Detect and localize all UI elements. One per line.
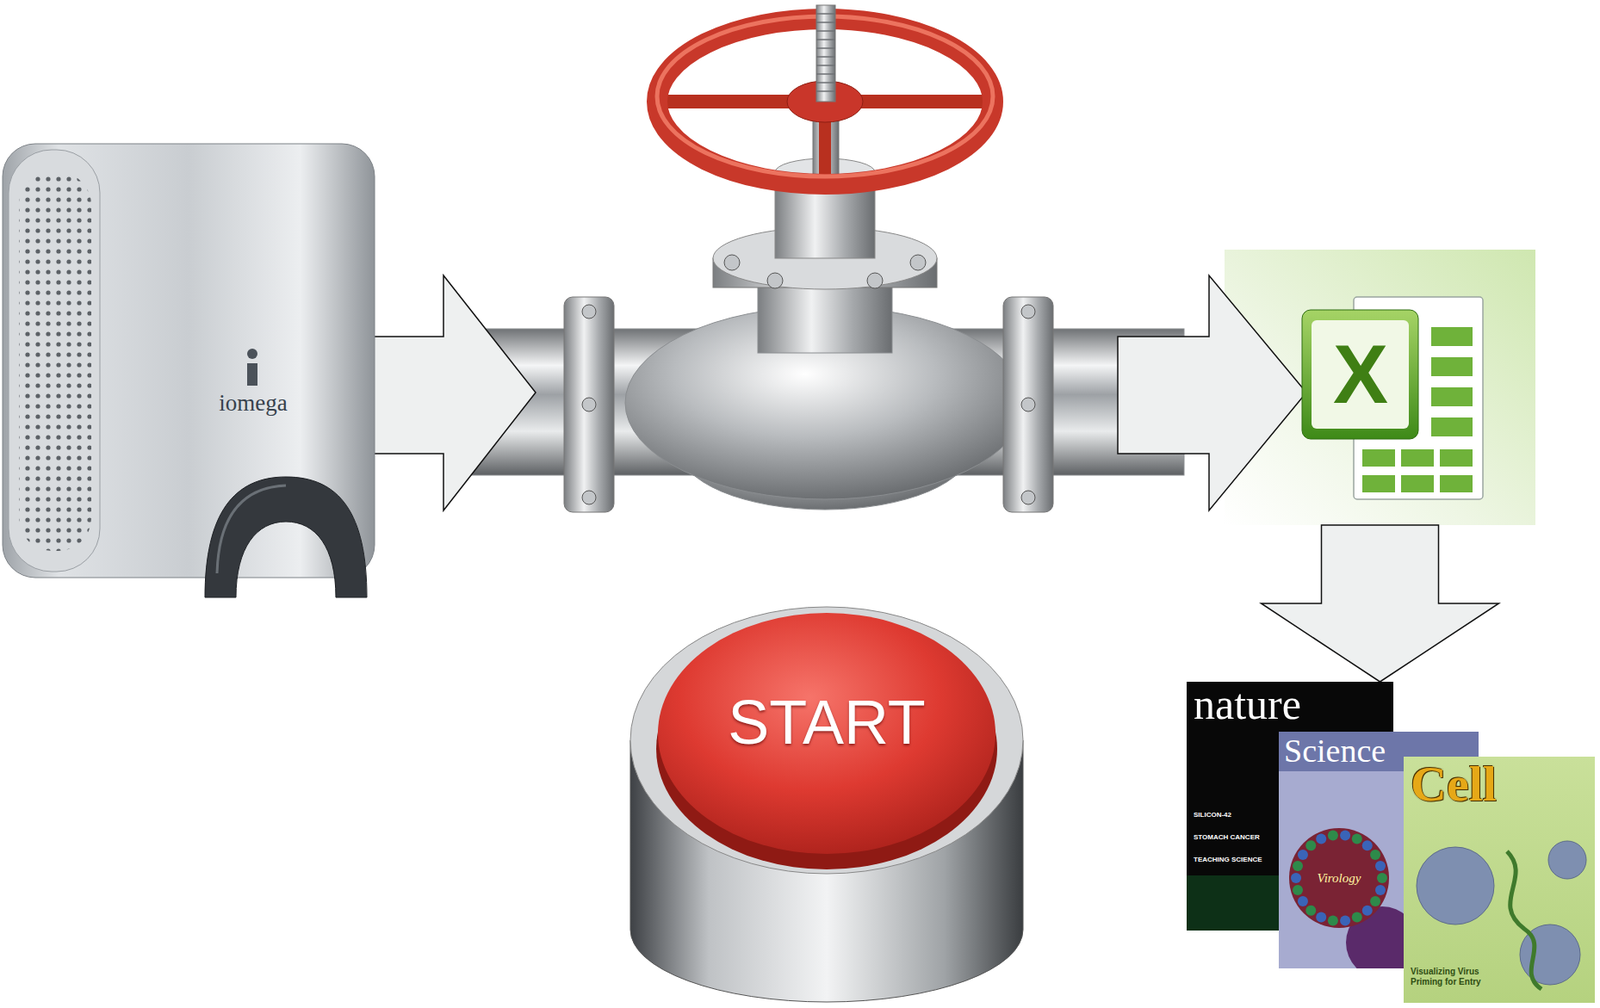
flow-arrow — [352, 275, 1307, 511]
spreadsheet-icon: X — [1224, 249, 1536, 526]
spreadsheet-icon-art — [1362, 475, 1396, 493]
cover-line: Visualizing Virus Priming for Entry — [1410, 967, 1501, 988]
journal-cover-art — [1506, 851, 1542, 990]
journal-cover-art — [1292, 861, 1303, 872]
pipe-valve — [1021, 304, 1036, 319]
hard-drive-art — [8, 149, 100, 572]
journal-cover-art — [1297, 896, 1309, 907]
pipe-valve — [767, 272, 783, 289]
pipe-valve — [582, 304, 596, 319]
journal-title: Cell — [1410, 756, 1497, 813]
hard-drive-art — [247, 363, 258, 386]
pipe-valve — [564, 297, 614, 513]
journal-cover-art — [1327, 831, 1339, 842]
journal-cover-art — [1305, 905, 1316, 917]
journal-title: nature — [1193, 682, 1302, 728]
spreadsheet-icon-art — [1431, 417, 1473, 437]
brand-name: iomega — [218, 389, 287, 417]
pipe-valve — [1021, 490, 1036, 505]
spreadsheet-icon-art — [1431, 387, 1473, 407]
journal-cover-art — [1375, 861, 1386, 872]
journal-title: Science — [1283, 733, 1386, 770]
start-button-art — [628, 602, 1025, 1005]
logo-letter: X — [1333, 333, 1389, 416]
hard-drive-art — [1, 142, 378, 600]
hard-drive-art — [204, 477, 367, 598]
spreadsheet-icon-art — [1302, 310, 1419, 440]
journal-cover-art — [1315, 911, 1327, 923]
pipe-valve — [582, 490, 596, 505]
journal-cover-art — [1351, 911, 1363, 923]
hard-drive-art — [247, 348, 258, 360]
spreadsheet-icon-art — [1439, 475, 1473, 493]
journal-cover-art — [1375, 885, 1386, 896]
journal-cover-art — [1305, 840, 1316, 851]
pipe-valve — [1003, 297, 1054, 513]
journal-cover-art — [1548, 841, 1587, 880]
journal-cover-art — [1292, 885, 1303, 896]
start-button-art — [657, 613, 996, 855]
journal-cover-art — [1370, 896, 1381, 907]
pipe-valve — [910, 254, 926, 271]
hard-drive-art — [18, 172, 92, 552]
journal-cover-art — [1362, 905, 1373, 917]
journal-cover-art — [1290, 873, 1302, 884]
pipe-valve — [582, 397, 596, 412]
journal-cover: CellVisualizing Virus Priming for Entry — [1403, 756, 1595, 1004]
flow-arrow — [352, 275, 536, 511]
cover-line: Virology — [1317, 870, 1362, 887]
spreadsheet-icon-art — [1439, 449, 1473, 467]
spreadsheet-icon-art — [1401, 449, 1434, 467]
spreadsheet-icon-art — [1431, 327, 1473, 347]
spreadsheet-icon-art — [1362, 449, 1396, 467]
journal-cover-art — [1297, 849, 1309, 861]
flow-arrow — [1117, 275, 1307, 511]
spreadsheet-icon-art — [1431, 357, 1473, 377]
hand-wheel — [816, 13, 836, 92]
start-button-art — [630, 607, 1024, 875]
journal-cover-art — [1327, 915, 1339, 926]
flow-arrow — [1261, 525, 1500, 683]
pipe-valve — [867, 272, 883, 289]
hard-drive-art — [217, 485, 286, 574]
pipe-valve — [469, 94, 1185, 513]
journal-cover-art — [1416, 847, 1495, 925]
journal-cover-art — [1351, 834, 1363, 845]
cover-line: SILICON-42 — [1193, 811, 1232, 820]
pipe-valve — [1021, 397, 1036, 412]
cover-line: TEACHING SCIENCE — [1193, 855, 1263, 865]
spreadsheet-icon-art — [1311, 320, 1409, 429]
start-button: START — [628, 602, 1025, 1005]
journal-cover-art — [1315, 834, 1327, 845]
pipe-valve — [724, 254, 740, 271]
journal-cover-art — [1362, 840, 1373, 851]
hand-wheel — [657, 5, 993, 185]
hard-drive: iomega — [1, 142, 378, 600]
journal-cover-art — [1370, 849, 1381, 861]
cover-line: STOMACH CANCER — [1193, 833, 1260, 843]
button-label: START — [727, 688, 925, 757]
spreadsheet-icon-art — [1401, 475, 1434, 493]
journal-cover-art — [1376, 873, 1388, 884]
hand-wheel — [816, 5, 836, 102]
journal-cover-art — [1339, 915, 1351, 926]
pipe-valve — [757, 284, 893, 354]
journal-cover-art — [1289, 828, 1390, 929]
journal-cover-art — [1339, 831, 1351, 842]
